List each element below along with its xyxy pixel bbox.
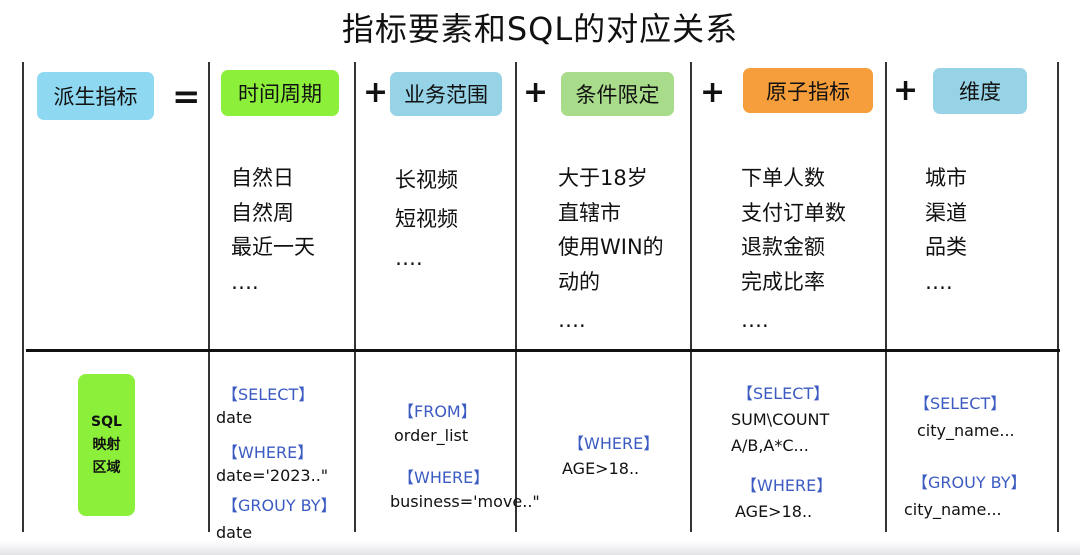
sql-expression: city_name... [917, 421, 1015, 440]
sql-condition: 【WHERE】 AGE>18.. [562, 431, 659, 481]
sql-expression: SUM\COUNT [731, 410, 830, 429]
column-divider [885, 62, 887, 532]
sql-area-label-line: 映射 [92, 436, 121, 453]
header-condition-label: 条件限定 [575, 83, 660, 107]
page-title: 指标要素和SQL的对应关系 [341, 10, 739, 48]
header-derived-metric-label: 派生指标 [53, 85, 138, 109]
header-time-period: 时间周期 [221, 70, 339, 116]
list-item: …. [558, 308, 586, 332]
sql-time-period: 【SELECT】 date 【WHERE】 date='2023.." 【GRO… [216, 383, 337, 544]
list-item: 渠道 [925, 200, 967, 225]
list-item: 品类 [925, 235, 967, 259]
sql-expression: date [216, 523, 253, 542]
list-item: …. [925, 269, 953, 294]
header-business-scope: 业务范围 [390, 72, 502, 116]
sql-area-label-line: 区域 [92, 459, 121, 476]
sql-expression: date [216, 408, 253, 427]
column-divider [208, 62, 210, 532]
equals-operator: = [172, 77, 201, 117]
plus-operator: + [700, 75, 726, 110]
plus-operator: + [893, 73, 919, 108]
sql-keyword: 【WHERE】 [568, 434, 660, 453]
list-item: 使用WIN的 [558, 235, 664, 259]
header-dimension: 维度 [933, 68, 1027, 114]
condition-examples: 大于18岁 直辖市 使用WIN的 动的 …. [558, 161, 664, 338]
sql-keyword: 【FROM】 [398, 402, 477, 421]
column-divider [690, 62, 692, 532]
sql-keyword: 【WHERE】 [222, 443, 314, 462]
bottom-shadow [0, 541, 1080, 555]
list-item: 自然周 [231, 200, 294, 225]
sql-keyword: 【SELECT】 [222, 385, 315, 404]
sql-dimension: 【SELECT】 city_name... 【GROUY BY】 city_na… [904, 390, 1027, 523]
sql-expression: AGE>18.. [562, 459, 640, 478]
list-item: 支付订单数 [741, 200, 846, 225]
plus-operator: + [523, 75, 549, 110]
list-item: 长视频 [395, 168, 458, 192]
dimension-examples: 城市 渠道 品类 …. [925, 161, 967, 299]
header-time-period-label: 时间周期 [238, 82, 322, 106]
sql-expression: date='2023.." [216, 466, 329, 485]
list-item: 最近一天 [231, 235, 315, 259]
column-divider [354, 62, 356, 532]
header-business-scope-label: 业务范围 [404, 83, 488, 107]
sql-expression: AGE>18.. [735, 502, 813, 521]
sql-area-label-line: SQL [91, 413, 122, 430]
sql-expression: A/B,A*C... [731, 436, 809, 455]
column-divider [22, 62, 24, 532]
sql-expression: order_list [394, 426, 469, 445]
header-derived-metric: 派生指标 [37, 72, 154, 120]
list-item: 完成比率 [741, 269, 825, 294]
list-item: 下单人数 [741, 166, 825, 190]
list-item: 大于18岁 [558, 166, 648, 190]
row-divider [26, 349, 1060, 352]
sql-keyword: 【GROUY BY】 [912, 473, 1027, 492]
list-item: 自然日 [231, 166, 294, 190]
sql-expression: city_name... [904, 500, 1002, 519]
header-condition: 条件限定 [561, 72, 674, 116]
list-item: …. [741, 308, 769, 332]
sql-expression: business='move.." [390, 492, 540, 511]
sql-area-badge: SQL 映射 区域 [78, 374, 135, 516]
column-divider [515, 62, 517, 532]
list-item: 退款金额 [741, 235, 825, 259]
time-period-examples: 自然日 自然周 最近一天 …. [231, 161, 315, 299]
list-item: …. [395, 246, 423, 270]
list-item: 动的 [558, 269, 600, 294]
sql-keyword: 【SELECT】 [737, 384, 830, 403]
sql-business-scope: 【FROM】 order_list 【WHERE】 business='move… [390, 400, 540, 514]
list-item: …. [231, 269, 259, 294]
header-dimension-label: 维度 [959, 80, 1001, 104]
header-atomic-metric-label: 原子指标 [766, 79, 850, 104]
sql-keyword: 【WHERE】 [741, 476, 833, 495]
business-scope-examples: 长视频 短视频 …. [395, 161, 458, 278]
plus-operator: + [363, 75, 389, 110]
list-item: 直辖市 [558, 200, 621, 225]
list-item: 短视频 [395, 207, 458, 231]
atomic-metric-examples: 下单人数 支付订单数 退款金额 完成比率 …. [741, 161, 846, 338]
list-item: 城市 [925, 166, 967, 190]
sql-keyword: 【GROUY BY】 [222, 496, 337, 515]
sql-keyword: 【WHERE】 [398, 468, 490, 487]
sql-keyword: 【SELECT】 [914, 394, 1007, 413]
sql-atomic-metric: 【SELECT】 SUM\COUNT A/B,A*C... 【WHERE】 AG… [731, 381, 832, 525]
header-atomic-metric: 原子指标 [743, 68, 873, 113]
column-divider [1057, 62, 1059, 532]
